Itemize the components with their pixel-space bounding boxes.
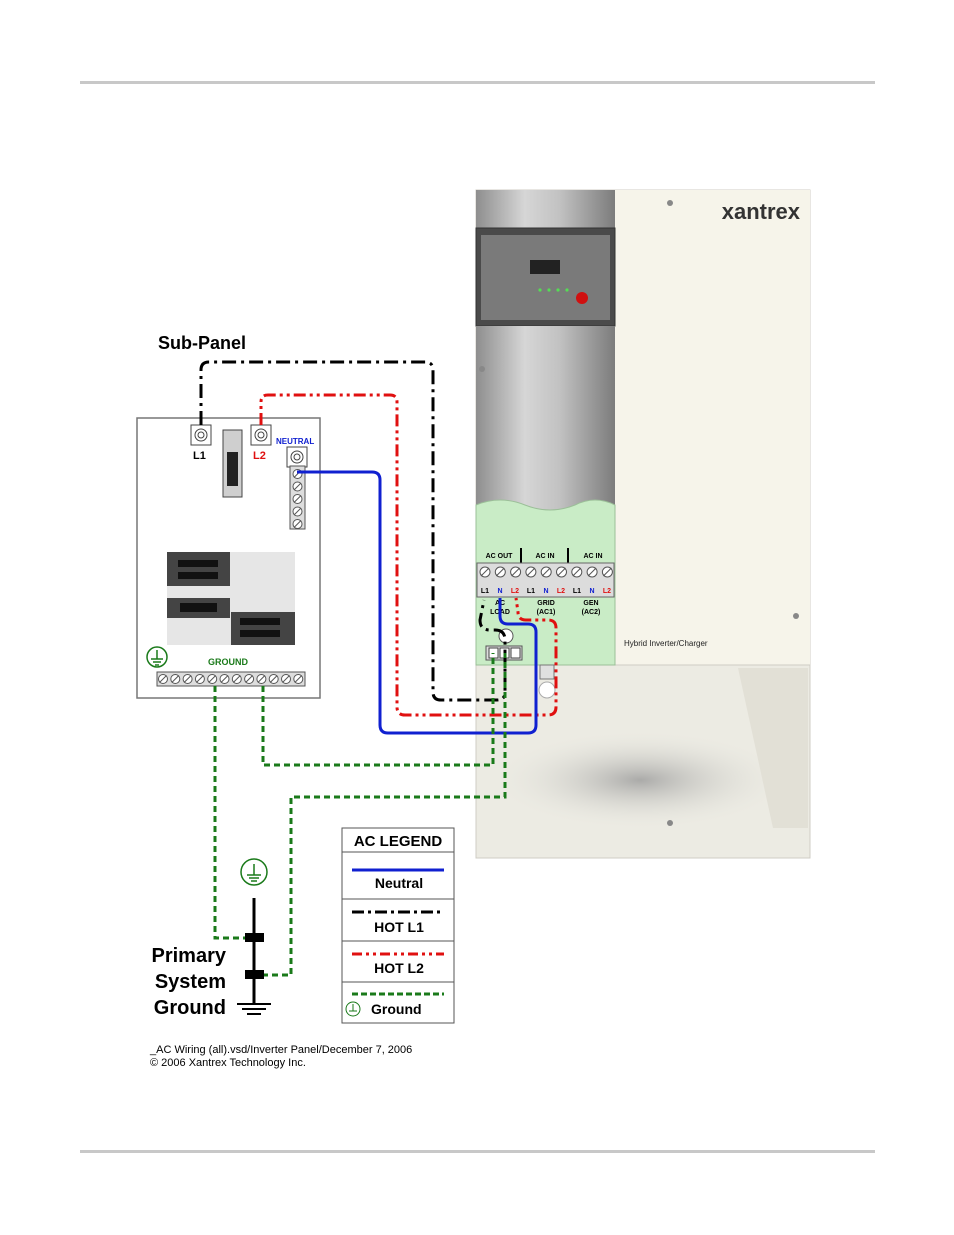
gen-label: (AC2): [582, 609, 601, 616]
legend-item: HOT L2: [374, 960, 424, 976]
pin-label: L1: [527, 588, 535, 595]
ac-in-label-2: AC IN: [583, 553, 602, 560]
ground-rod-label: Ground: [154, 997, 226, 1019]
pin-label: N: [497, 588, 502, 595]
legend-item: Neutral: [375, 875, 423, 891]
ac-out-label: AC OUT: [486, 553, 514, 560]
primary-ground-rod: Primary System Ground: [152, 859, 272, 1019]
ac-in-label-1: AC IN: [535, 553, 554, 560]
sub-panel: Sub-Panel L1 L2 NEUTRAL: [137, 333, 320, 698]
pin-label: L2: [511, 588, 519, 595]
product-label: Hybrid Inverter/Charger: [624, 639, 708, 648]
sub-panel-title: Sub-Panel: [158, 333, 246, 353]
grid-label: (AC1): [537, 609, 556, 616]
ground-rod-label: Primary: [152, 945, 227, 967]
grid-label: GRID: [537, 600, 555, 607]
l2-label: L2: [253, 450, 266, 462]
copyright-caption: © 2006 Xantrex Technology Inc.: [150, 1057, 306, 1069]
pin-label: N: [589, 588, 594, 595]
ac-legend: AC LEGEND Neutral HOT L1 HOT L2 Ground: [342, 828, 454, 1023]
terminal-screws: [480, 567, 612, 577]
legend-item: HOT L1: [374, 919, 424, 935]
file-caption: _AC Wiring (all).vsd/Inverter Panel/Dece…: [150, 1044, 412, 1056]
neutral-label: NEUTRAL: [276, 437, 314, 446]
ground-rod-label: System: [155, 971, 226, 993]
pin-label: L2: [603, 588, 611, 595]
legend-item: Ground: [371, 1001, 422, 1017]
ground-wire: [215, 686, 248, 938]
pin-label: L1: [481, 588, 489, 595]
ground-label: GROUND: [208, 657, 248, 667]
pin-label: L2: [557, 588, 565, 595]
pin-label: N: [543, 588, 548, 595]
l1-label: L1: [193, 450, 206, 462]
brand-logo: xantrex: [722, 199, 801, 224]
pin-label: L1: [573, 588, 581, 595]
gen-label: GEN: [583, 600, 598, 607]
earth-ground-icon: [241, 859, 267, 885]
inverter-unit: xantrex Hybrid Inverter/Charger AC OUT A…: [476, 190, 810, 858]
legend-title: AC LEGEND: [354, 833, 443, 850]
